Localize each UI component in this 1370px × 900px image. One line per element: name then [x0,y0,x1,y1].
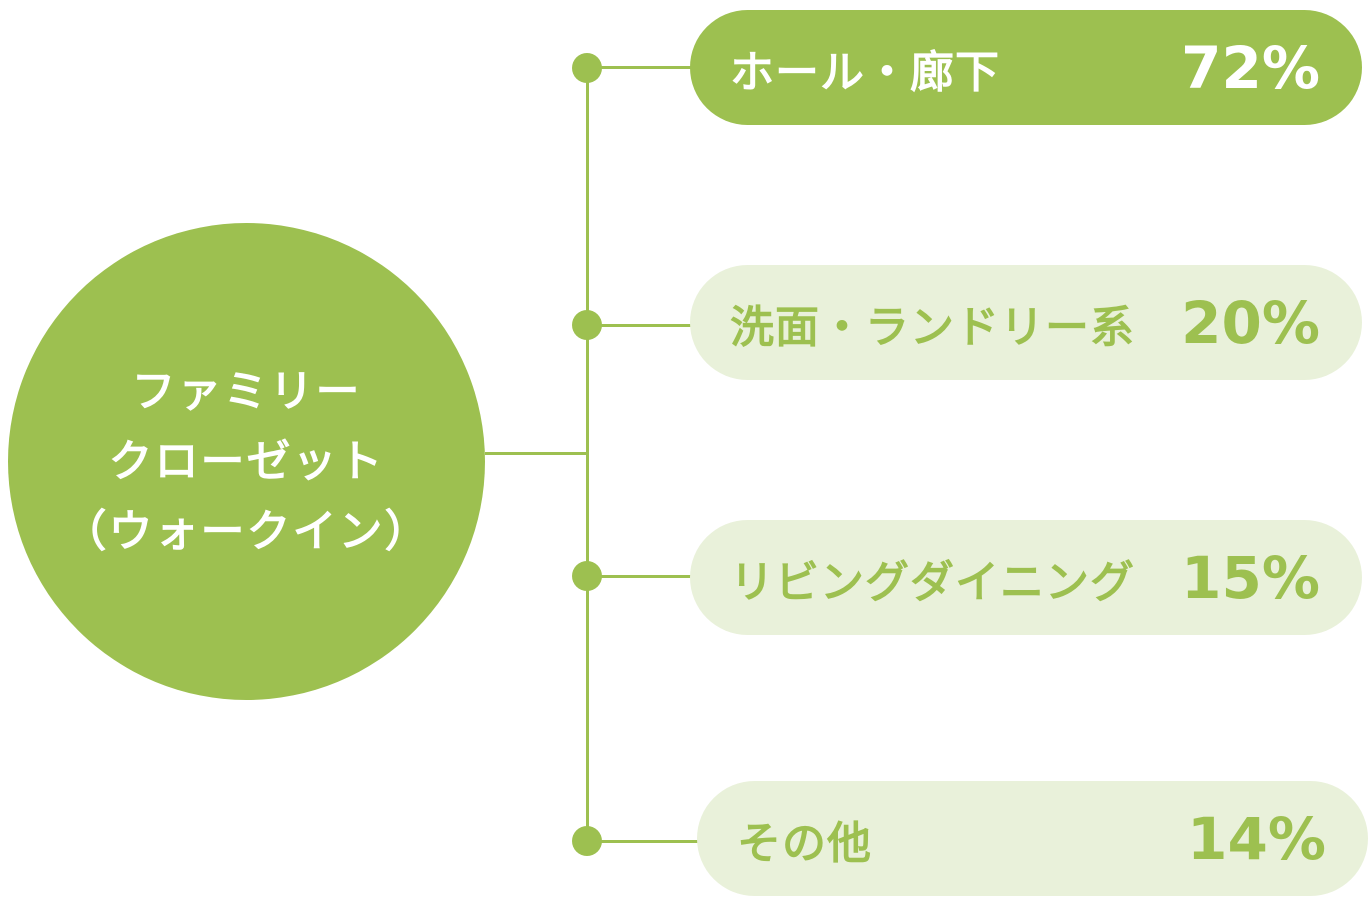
item-percent: 14% [1187,804,1326,873]
connector-vertical [586,68,589,842]
connector-center [485,452,587,455]
center-circle: ファミリー クローゼット （ウォークイン） [8,223,485,700]
connector-branch [587,324,692,327]
item-percent: 15% [1181,543,1320,612]
item-hall: ホール・廊下 72% [690,10,1362,125]
item-label: その他 [737,817,872,869]
connector-branch [587,840,699,843]
center-line-2: クローゼット [108,435,385,487]
center-line-3: （ウォークイン） [62,505,431,557]
connector-branch [587,66,692,69]
item-percent: 72% [1181,33,1320,102]
item-label: リビングダイニング [730,556,1135,608]
center-line-1: ファミリー [131,365,362,417]
item-percent: 20% [1181,288,1320,357]
item-label: ホール・廊下 [730,46,1000,98]
item-label: 洗面・ランドリー系 [730,301,1135,353]
item-living: リビングダイニング 15% [690,520,1362,635]
item-laundry: 洗面・ランドリー系 20% [690,265,1362,380]
item-other: その他 14% [697,781,1368,896]
connector-branch [587,575,692,578]
